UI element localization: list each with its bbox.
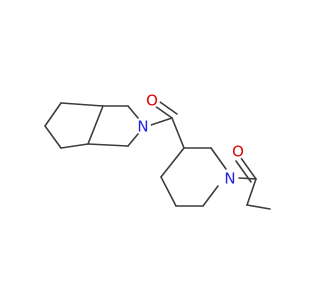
atom-n2: N [222, 170, 238, 188]
bond [44, 102, 62, 127]
bond [246, 204, 271, 210]
bond [60, 143, 89, 149]
atom-label-n2: N [224, 170, 235, 188]
atom-background [135, 118, 151, 134]
atom-label-n1: N [137, 118, 148, 136]
bond [171, 117, 185, 149]
bond [127, 133, 139, 147]
bond [160, 147, 185, 178]
bond [127, 105, 139, 119]
bond [210, 147, 227, 170]
bond [154, 105, 173, 119]
bond [235, 160, 252, 183]
structure-canvas: N O N O [44, 91, 271, 210]
atom-background [222, 170, 238, 186]
bond [160, 176, 177, 207]
atom-background [144, 92, 160, 108]
atom-labels: N O N O [135, 92, 246, 188]
bond [60, 102, 104, 107]
atom-o2: O [230, 143, 246, 161]
atom-n1: N [135, 118, 151, 136]
bond [44, 125, 62, 149]
bond [202, 185, 219, 207]
atom-background [230, 143, 246, 159]
bond [87, 105, 104, 145]
bonds [44, 101, 271, 210]
bond [238, 177, 257, 180]
atom-label-o2: O [232, 143, 244, 161]
molecule-structure-svg: N O N O [44, 92, 271, 210]
bond [87, 143, 129, 147]
bond [240, 157, 257, 180]
bond [246, 178, 257, 206]
bond [147, 117, 173, 127]
bond [159, 101, 178, 115]
atom-o1: O [144, 92, 160, 110]
atom-label-o1: O [146, 92, 158, 110]
